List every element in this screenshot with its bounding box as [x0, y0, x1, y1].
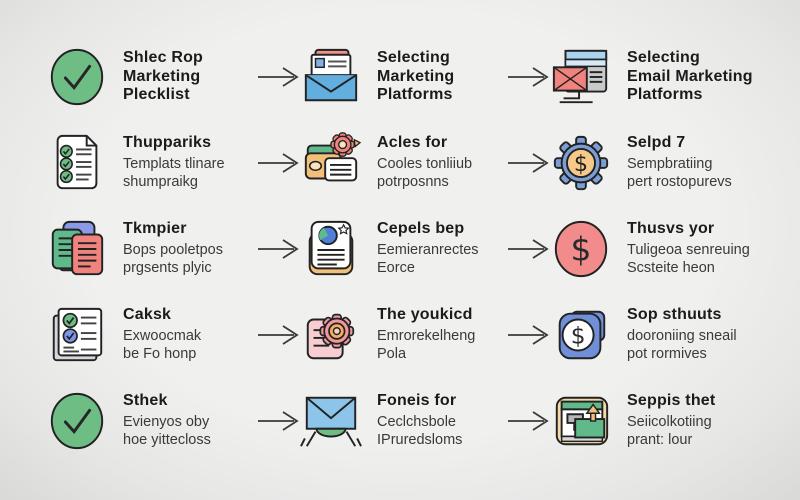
cell-r1c3: Selecting Email Marketing Platforms	[550, 46, 790, 108]
step-title: Acles for	[377, 134, 448, 152]
step-title: Foneis for	[377, 392, 457, 410]
step-subtitle: Evienyos oby hoe yittecloss	[123, 414, 211, 449]
row-3: Tkmpier Bops pooletpos prgsents plyic Ce…	[46, 206, 790, 292]
row-4: Caksk Exwoocmak be Fo honp	[46, 292, 790, 378]
row-1: Shlec Rop Marketing Plecklist Selecting …	[46, 34, 790, 120]
checklist-document-icon	[46, 132, 108, 194]
svg-text:$: $	[571, 230, 592, 269]
cell-r4c2: The youkicd Emrorekelheng Pola	[300, 304, 506, 366]
arrow-right-icon	[506, 322, 550, 348]
step-title: Selecting Email Marketing Platforms	[627, 48, 753, 104]
step-title: Thusvs yor	[627, 220, 715, 238]
gear-dollar-icon: $	[550, 132, 612, 194]
step-title: Caksk	[123, 306, 172, 324]
step-title: Sop sthuuts	[627, 306, 722, 324]
arrow-right-icon	[506, 150, 550, 176]
dollar-circle-icon: $	[550, 218, 612, 280]
step-title: Thuppariks	[123, 134, 212, 152]
step-subtitle: dooroniing sneail pot rormives	[627, 328, 737, 363]
arrow-right-icon	[256, 236, 300, 262]
folder-gear-icon	[300, 132, 362, 194]
stacked-documents-icon	[46, 218, 108, 280]
cell-r2c3: $ Selpd 7 Sempbratiing pert rostopurevs	[550, 132, 790, 194]
cell-r1c2: Selecting Marketing Platforms	[300, 46, 506, 108]
step-title: Sthek	[123, 392, 168, 410]
cell-r4c1: Caksk Exwoocmak be Fo honp	[46, 304, 256, 366]
cell-r5c1: Sthek Evienyos oby hoe yittecloss	[46, 390, 256, 452]
step-title: Cepels bep	[377, 220, 465, 238]
cell-r3c1: Tkmpier Bops pooletpos prgsents plyic	[46, 218, 256, 280]
step-subtitle: Exwoocmak be Fo honp	[123, 328, 202, 363]
cell-r2c2: Acles for Cooles tonliiub potrposnns	[300, 132, 506, 194]
step-title: Shlec Rop Marketing Plecklist	[123, 48, 204, 104]
step-title: Seppis thet	[627, 392, 716, 410]
row-2: Thuppariks Templats tlinare shumpraikg	[46, 120, 790, 206]
monitor-email-icon	[550, 46, 612, 108]
arrow-right-icon	[256, 322, 300, 348]
arrow-right-icon	[256, 150, 300, 176]
cell-r4c3: $ Sop sthuuts dooroniing sneail pot rorm…	[550, 304, 790, 366]
arrow-right-icon	[256, 64, 300, 90]
dollar-square-icon: $	[550, 304, 612, 366]
step-title: The youkicd	[377, 306, 473, 324]
step-title: Selpd 7	[627, 134, 686, 152]
checklist-card-icon	[46, 304, 108, 366]
report-card-icon	[300, 218, 362, 280]
step-subtitle: Tuligeoa senreuing Scsteite heon	[627, 242, 750, 277]
arrow-right-icon	[506, 408, 550, 434]
envelope-letter-icon	[300, 46, 362, 108]
check-circle-icon	[46, 390, 108, 452]
step-title: Selecting Marketing Platforms	[377, 48, 455, 104]
step-subtitle: Eemieranrectes Eorce	[377, 242, 479, 277]
svg-text:$: $	[571, 323, 586, 350]
document-gear-icon	[300, 304, 362, 366]
step-subtitle: Sempbratiing pert rostopurevs	[627, 156, 732, 191]
step-subtitle: Emrorekelheng Pola	[377, 328, 476, 363]
cell-r3c3: $ Thusvs yor Tuligeoa senreuing Scsteite…	[550, 218, 790, 280]
cell-r2c1: Thuppariks Templats tlinare shumpraikg	[46, 132, 256, 194]
envelope-stand-icon	[300, 390, 362, 452]
laptop-export-icon	[550, 390, 612, 452]
cell-r1c1: Shlec Rop Marketing Plecklist	[46, 46, 256, 108]
step-subtitle: Seiicolkotiing prant: lour	[627, 414, 712, 449]
step-subtitle: Templats tlinare shumpraikg	[123, 156, 225, 191]
cell-r3c2: Cepels bep Eemieranrectes Eorce	[300, 218, 506, 280]
cell-r5c3: Seppis thet Seiicolkotiing prant: lour	[550, 390, 790, 452]
step-subtitle: Bops pooletpos prgsents plyic	[123, 242, 223, 277]
arrow-right-icon	[256, 408, 300, 434]
step-title: Tkmpier	[123, 220, 187, 238]
svg-text:$: $	[574, 151, 588, 177]
cell-r5c2: Foneis for Ceclchsbole IPruredsloms	[300, 390, 506, 452]
step-subtitle: Cooles tonliiub potrposnns	[377, 156, 473, 191]
arrow-right-icon	[506, 236, 550, 262]
arrow-right-icon	[506, 64, 550, 90]
step-subtitle: Ceclchsbole IPruredsloms	[377, 414, 463, 449]
check-circle-icon	[46, 46, 108, 108]
row-5: Sthek Evienyos oby hoe yittecloss	[46, 378, 790, 464]
